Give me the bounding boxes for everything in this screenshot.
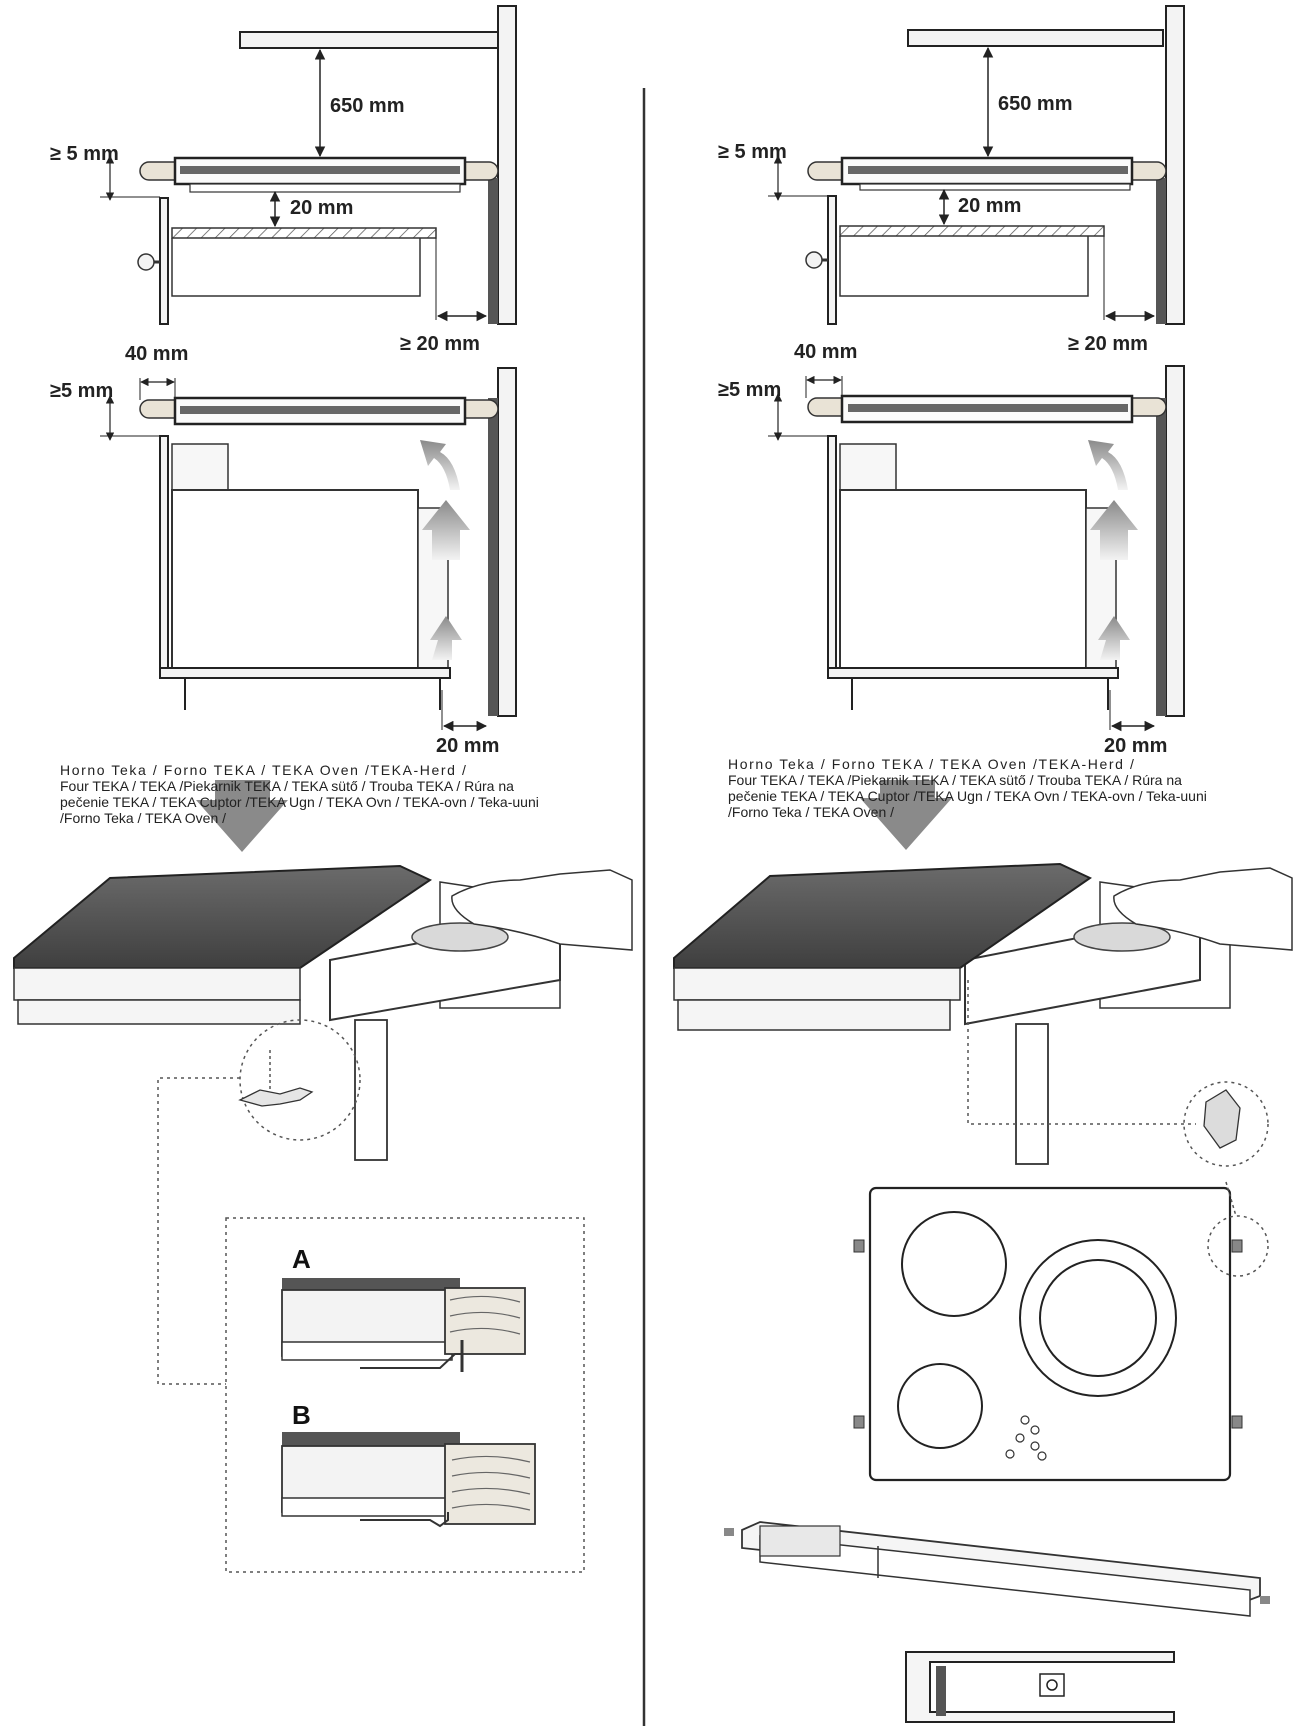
dim-650-right: 650 mm bbox=[998, 93, 1073, 115]
caption-line-4: /Forno Teka / TEKA Oven / bbox=[60, 810, 227, 826]
right-oven-diagram bbox=[768, 365, 1185, 732]
caption-line-1: Horno Teka / Forno TEKA / TEKA Oven /TEK… bbox=[728, 756, 1136, 772]
dim-ge5b-left: ≥5 mm bbox=[50, 380, 113, 402]
clip-detail-b bbox=[281, 1432, 536, 1528]
dim-40-right: 40 mm bbox=[794, 341, 857, 363]
dim-650-left: 650 mm bbox=[330, 95, 405, 117]
dim-ge5-left: ≥ 5 mm bbox=[50, 143, 119, 165]
oven-caption-right: Horno Teka / Forno TEKA / TEKA Oven /TEK… bbox=[728, 756, 1268, 820]
clip-detail-a bbox=[281, 1278, 526, 1372]
dim-ge5b-right: ≥5 mm bbox=[718, 379, 781, 401]
caption-line-3: pečenie TEKA / TEKA Cuptor /TEKA Ugn / T… bbox=[728, 788, 1207, 804]
caption-line-2: Four TEKA / TEKA /Piekarnik TEKA / TEKA … bbox=[728, 772, 1182, 788]
letter-b: B bbox=[292, 1400, 311, 1430]
dim-20-left: 20 mm bbox=[290, 197, 353, 219]
dim-40-left: 40 mm bbox=[125, 343, 188, 365]
dim-ge5-right: ≥ 5 mm bbox=[718, 141, 787, 163]
right-hob-insertion bbox=[673, 780, 1293, 1167]
left-hob-insertion bbox=[13, 780, 633, 1573]
right-hob-topview bbox=[853, 1181, 1269, 1482]
dim-20b-left: 20 mm bbox=[436, 735, 499, 757]
caption-line-2: Four TEKA / TEKA /Piekarnik TEKA / TEKA … bbox=[60, 778, 514, 794]
left-oven-diagram bbox=[100, 367, 517, 732]
left-cabinet-diagram bbox=[100, 5, 517, 325]
caption-line-1: Horno Teka / Forno TEKA / TEKA Oven /TEK… bbox=[60, 762, 468, 778]
dim-20-right: 20 mm bbox=[958, 195, 1021, 217]
right-clip-detail bbox=[905, 1651, 1175, 1723]
dim-ge20-left: ≥ 20 mm bbox=[400, 333, 480, 355]
oven-caption-left: Horno Teka / Forno TEKA / TEKA Oven /TEK… bbox=[60, 762, 600, 826]
dim-ge20-right: ≥ 20 mm bbox=[1068, 333, 1148, 355]
dim-20b-right: 20 mm bbox=[1104, 735, 1167, 757]
letter-a: A bbox=[292, 1244, 311, 1274]
caption-line-3: pečenie TEKA / TEKA Cuptor /TEKA Ugn / T… bbox=[60, 794, 539, 810]
caption-line-4: /Forno Teka / TEKA Oven / bbox=[728, 804, 895, 820]
right-cabinet-diagram bbox=[768, 5, 1185, 325]
right-hob-sideview bbox=[724, 1521, 1270, 1617]
